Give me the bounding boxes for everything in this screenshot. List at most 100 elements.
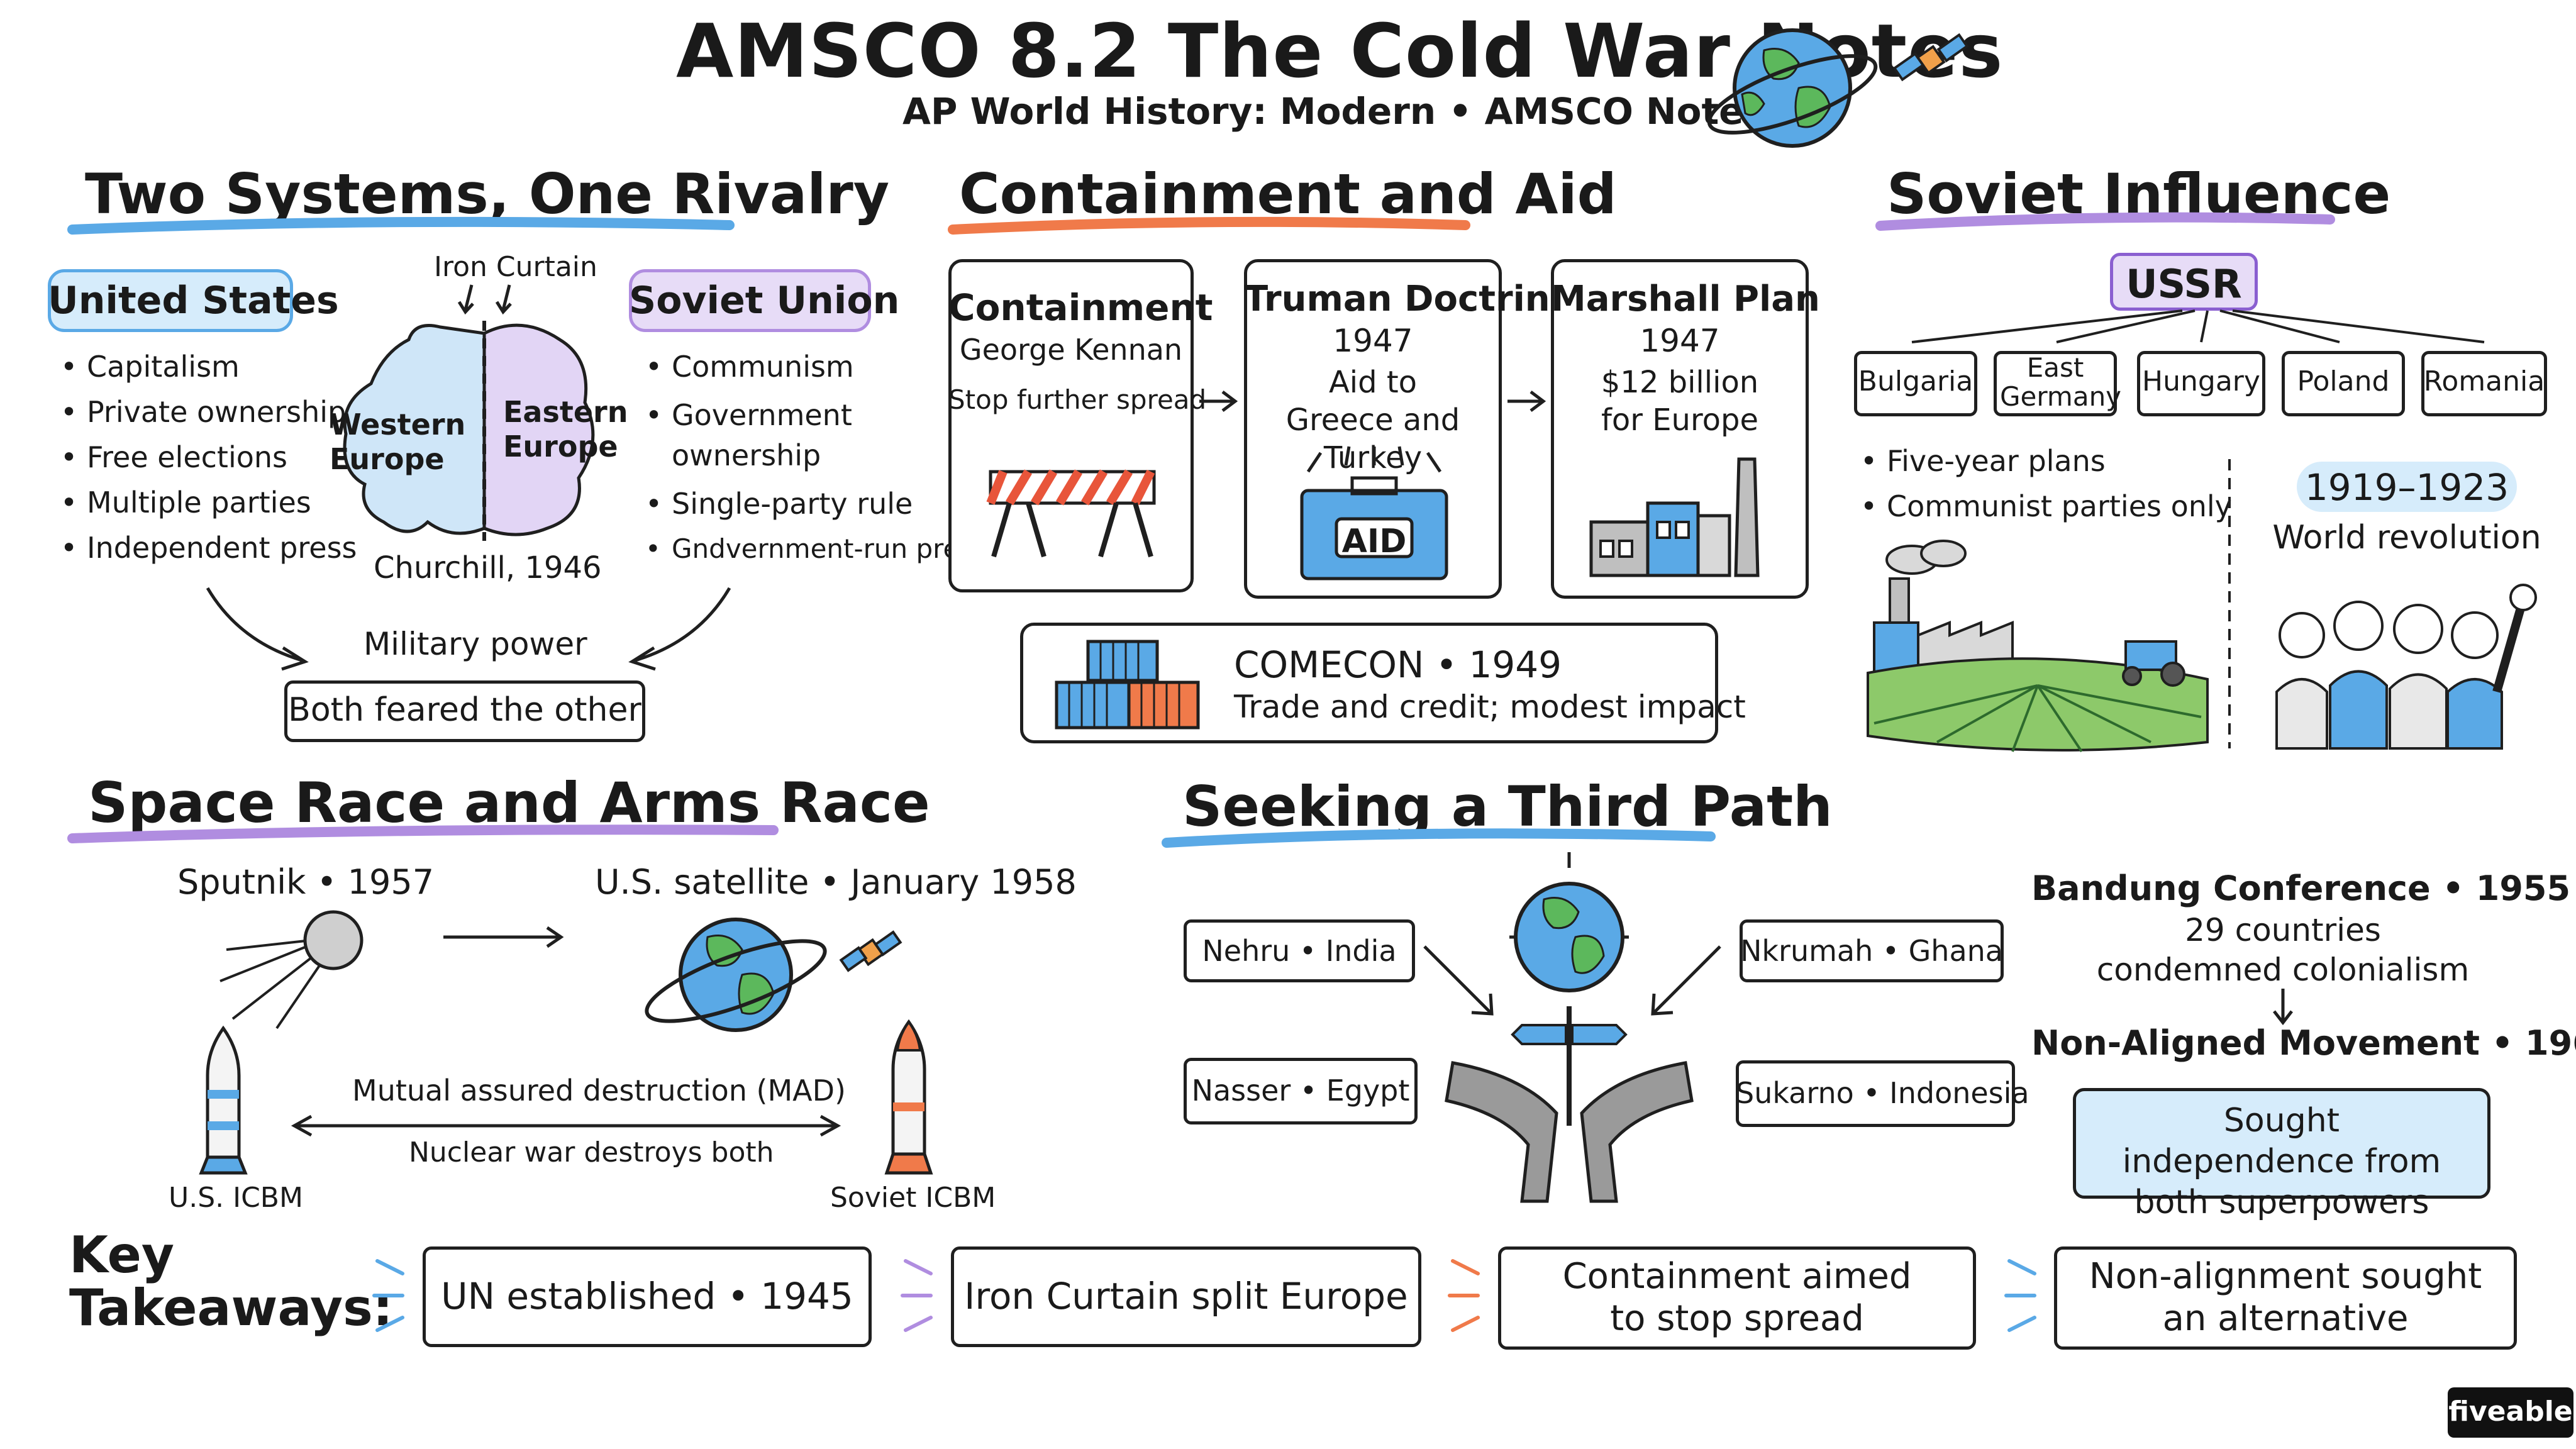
us-label: United States [48,279,339,323]
iron-curtain-label: Iron Curtain [434,251,597,283]
globe-icon [1707,28,1878,148]
truman-title: Truman Doctrine [1244,279,1574,319]
leader-box [1736,1060,2015,1127]
ussr-node [2110,253,2258,311]
leader-label: Sukarno • Indonesia [1736,1076,2029,1110]
satellite-icon [1892,33,1969,82]
barrier-icon [986,469,1156,558]
feared-label: Both feared the other [288,691,641,729]
arrow-in-right-icon [1651,945,1721,1016]
leader-label: Nkrumah • Ghana [1740,934,2003,968]
takeaway-box [423,1246,872,1347]
containment-card [948,259,1194,592]
sputnik-icon [219,910,364,1030]
takeaway-item: UN established • 1945 [441,1275,853,1318]
aid-label: AID [1341,523,1407,560]
europe-map-icon [343,321,595,541]
country-node [1854,351,1977,416]
marshall-year: 1947 [1640,323,1720,359]
revolution-label: World revolution [2272,519,2541,557]
two-systems-heading: Two Systems, One Rivalry [85,162,890,226]
sputnik-label: Sputnik • 1957 [177,862,435,902]
eastern-europe-label: Eastern Europe [503,395,628,464]
truman-desc: Aid to Greece and Turkey [1285,365,1460,475]
spark-icon [1448,1259,1480,1332]
arrow-right-icon [1199,391,1238,412]
takeaway-item: Containment aimed to stop spread [1562,1256,1912,1340]
bandung-desc: 29 countries condemned colonialism [2096,912,2470,988]
takeaway-box [951,1246,1421,1347]
soviet-influence-item: Communist parties only [1860,489,2232,523]
spark-icon [901,1259,933,1332]
arrow-in-left-icon [1423,945,1494,1016]
takeaway-box [2054,1246,2517,1350]
us-icbm-icon [199,1025,248,1175]
soviet-item: Government ownership [645,395,860,476]
containment-heading: Containment and Aid [959,162,1617,226]
heading-underline [67,824,779,843]
nam-label: Non-Aligned Movement • 1961 [2031,1023,2576,1063]
heading-underline [1162,828,1716,848]
bandung-title: Bandung Conference • 1955 [2031,869,2571,908]
takeaways-label: Key Takeaways: [69,1226,393,1337]
country-label: Hungary [2142,365,2260,397]
us-item: Free elections [60,440,287,474]
us-satellite-label: U.S. satellite • January 1958 [595,862,1077,902]
marshall-title: Marshall Plan [1551,279,1820,319]
fiveable-logo-text: fiveable [2448,1396,2573,1428]
us-item: Capitalism [60,350,240,384]
independence-label: Sought independence from both superpower… [2122,1102,2441,1221]
heading-underline [1875,212,2335,231]
crossroads-icon [1445,852,1694,1203]
page-subtitle: AP World History: Modern • AMSCO Notes [902,90,1766,133]
us-item: Private ownership [60,395,346,429]
containment-desc: Stop further spread [948,384,1207,415]
leader-label: Nehru • India [1202,934,1397,968]
military-power-label: Military power [364,626,587,662]
dashed-divider [2228,459,2231,748]
comecon-title: COMECON • 1949 [1234,643,1562,686]
truman-year: 1947 [1333,323,1413,359]
years-pill [2297,462,2517,512]
tree-connectors [1911,309,2485,343]
ussr-label: USSR [2126,261,2242,307]
factory-icon [1589,457,1760,577]
heading-underline [67,216,735,235]
mad-label: Mutual assured destruction (MAD) [352,1074,846,1108]
marshall-desc: $12 billion for Europe [1601,365,1759,438]
spark-icon [372,1259,404,1332]
soviet-item: Communism [645,350,854,384]
country-label: Poland [2297,365,2390,397]
arrow-down-icon [2273,989,2293,1026]
country-label: Romania [2423,365,2545,397]
leader-label: Nasser • Egypt [1191,1074,1410,1108]
country-node [1994,351,2117,416]
takeaway-item: Iron Curtain split Europe [964,1275,1408,1318]
double-arrow-icon [291,1114,841,1137]
leader-box [1184,919,1415,982]
us-item: Multiple parties [60,486,311,519]
soviet-influence-item: Five-year plans [1860,444,2106,478]
soviet-item: Single-party rule [645,487,913,521]
us-icbm-label: U.S. ICBM [169,1182,303,1214]
soviet-label-pill [629,269,871,332]
feared-box [284,680,645,742]
nuclear-label: Nuclear war destroys both [409,1136,774,1169]
us-label-pill [48,269,293,332]
soviet-icbm-label: Soviet ICBM [830,1182,996,1214]
leader-box [1184,1058,1418,1124]
space-race-heading: Space Race and Arms Race [88,770,930,835]
churchill-label: Churchill, 1946 [374,550,602,586]
fiveable-logo [2448,1387,2573,1438]
country-node [2282,351,2405,416]
country-label: Bulgaria [1858,365,1974,397]
spark-icon [2004,1259,2036,1332]
years-label: 1919–1923 [2304,466,2509,509]
arrow-right-icon [443,926,564,948]
soviet-icbm-icon [884,1019,933,1175]
country-label: East Germany [2000,352,2122,413]
containment-person: George Kennan [959,333,1183,367]
soviet-label: Soviet Union [629,279,900,323]
country-node [2421,351,2547,416]
independence-box [2073,1088,2490,1199]
